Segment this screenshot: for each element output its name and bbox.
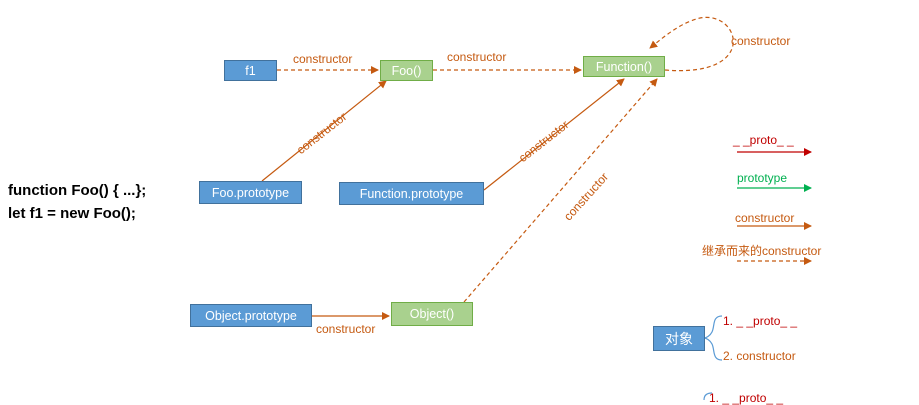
- object-note-brace-partial: [703, 392, 713, 400]
- legend-proto-label: _ _proto_ _: [733, 133, 794, 147]
- label-f1-to-foo: constructor: [293, 52, 353, 66]
- object-note-brace: [703, 315, 723, 361]
- object-note-item-constructor: 2. constructor: [723, 349, 796, 363]
- node-object-prototype: Object.prototype: [190, 304, 312, 327]
- code-line-foo-declaration: function Foo() { ...};: [8, 182, 147, 199]
- node-function-prototype: Function.prototype: [339, 182, 484, 205]
- edge-funcproto-to-function: [483, 78, 625, 191]
- legend-inherited-label: 继承而来的constructor: [702, 244, 822, 258]
- node-foo-prototype: Foo.prototype: [199, 181, 302, 204]
- object-note-item-proto: 1. _ _proto_ _: [723, 314, 798, 328]
- edge-object-to-function: [463, 78, 658, 303]
- label-function-self: constructor: [731, 34, 791, 48]
- edge-function-self-loop: [649, 16, 734, 72]
- node-function: Function(): [583, 56, 665, 77]
- node-object: Object(): [391, 302, 473, 326]
- label-foo-to-function: constructor: [447, 50, 507, 64]
- legend-prototype-label: prototype: [737, 171, 788, 185]
- legend-constructor-label: constructor: [735, 211, 795, 225]
- label-objproto-to-object: constructor: [316, 322, 376, 336]
- edge-fooproto-to-foo: [261, 80, 387, 182]
- code-line-f1-instantiation: let f1 = new Foo();: [8, 205, 136, 222]
- node-f1: f1: [224, 60, 277, 81]
- object-note-box: 对象: [653, 326, 705, 351]
- object-note-item-proto-partial: 1. _ _proto_ _: [709, 391, 784, 405]
- node-foo: Foo(): [380, 60, 433, 81]
